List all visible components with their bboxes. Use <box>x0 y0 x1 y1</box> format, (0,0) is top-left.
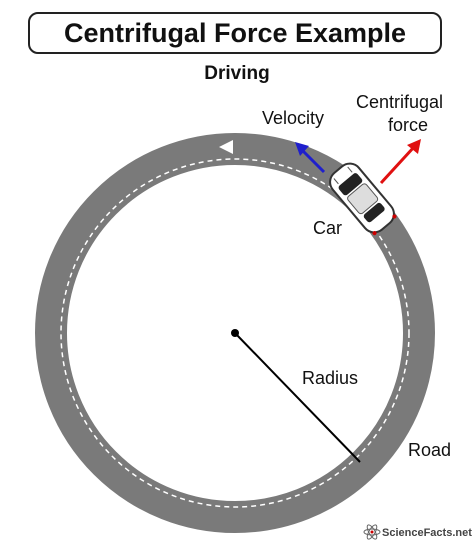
car-icon <box>329 162 397 236</box>
road-ring <box>35 133 435 533</box>
centrifugal-label-line2: force <box>388 115 428 135</box>
atom-logo-icon <box>363 524 381 540</box>
centrifugal-arrow <box>379 145 416 185</box>
title-box: Centrifugal Force Example <box>28 12 442 54</box>
car-label: Car <box>313 218 342 238</box>
subtitle: Driving <box>204 63 270 84</box>
velocity-label: Velocity <box>262 108 324 128</box>
velocity-arrowhead <box>295 142 309 156</box>
radius-line <box>234 332 361 463</box>
page-title: Centrifugal Force Example <box>63 17 407 48</box>
centrifugal-label-line1: Centrifugal <box>356 92 443 112</box>
direction-arrowhead-icon <box>219 140 233 154</box>
radius-label: Radius <box>302 368 358 388</box>
road-label: Road <box>408 440 451 460</box>
velocity-arrow <box>300 148 326 174</box>
centrifugal-arrowhead <box>407 139 421 154</box>
road-marking <box>60 158 410 508</box>
watermark-text: ScienceFacts.net <box>382 527 472 539</box>
